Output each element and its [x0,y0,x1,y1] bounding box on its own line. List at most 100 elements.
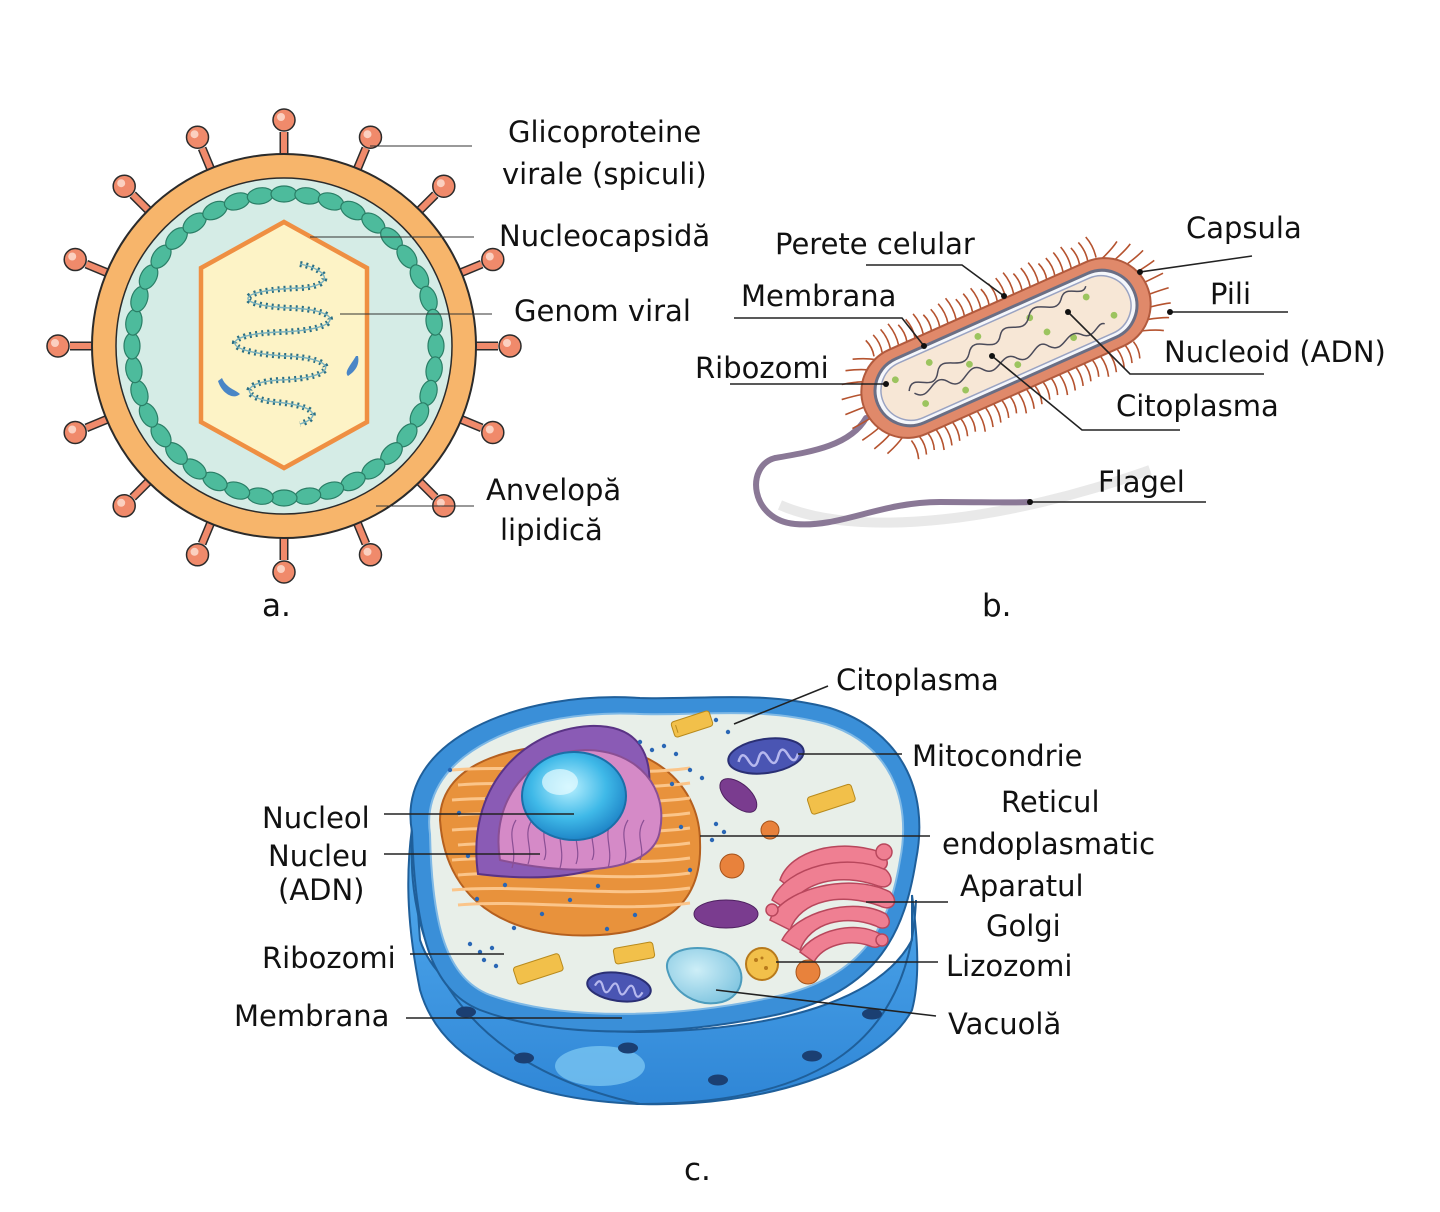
flagellum [753,415,1033,528]
cytoplasm-ribosome [493,963,499,969]
bacterium-ribosome [1043,328,1051,336]
label-nucleoid: Nucleoid (ADN) [1164,335,1386,369]
pilus [993,403,1002,423]
pilus [1002,272,1015,295]
pilus [1101,241,1118,259]
chromatin-strand [639,819,645,861]
spike-highlight [68,425,77,434]
cytoplasm-ribosome [709,837,715,843]
er-ribosome [678,824,684,830]
pilus [1116,348,1125,368]
capsomere [270,489,298,507]
spike-highlight [68,252,77,261]
leader-cell-wall [866,264,1005,297]
pilus [1077,241,1089,262]
mitochondrion-bottom [586,971,652,1003]
label-cytoplasm-bacterium: Citoplasma [1116,389,1279,423]
leader-dots-bacterium [883,269,1173,505]
pilus [1144,272,1164,283]
pili [841,236,1171,460]
spike-highlight [436,498,445,507]
nucleoid-dna [908,285,1105,396]
bacterium-ribosome [922,400,930,407]
pilus [976,410,987,432]
pilus [1149,286,1169,295]
er-ribosome [447,767,453,773]
pilus [841,381,863,386]
spike-highlight [277,565,285,573]
cytoplasm-ribosome [713,821,719,827]
chromatin-strand [511,819,517,869]
pilus [1052,251,1064,273]
bacterium-ribosome [1110,311,1118,319]
leader-membrane [734,317,925,347]
er-ribosome [604,926,610,932]
pilus [1027,262,1040,284]
vesicle-orange-1 [760,820,780,840]
pilus [1114,243,1131,260]
nucleolus [521,751,627,841]
bacterium-ribosome [1014,361,1022,369]
pilus [1150,302,1171,308]
pilus [1058,374,1069,396]
label-ribosomes-cell: Ribozomi [262,941,396,975]
spike-head [358,125,383,149]
er-fold [451,886,691,894]
pilus [897,324,908,342]
cytoplasm-ribosome [637,739,643,745]
pilus [930,308,941,328]
vesicle-purple-upper [719,778,758,813]
spike-highlight [363,547,372,556]
pilus [944,297,958,320]
leader-nucleoid [1067,311,1264,375]
capsomere [427,332,445,360]
nucleocapsid [123,185,445,507]
caption-c: c. [684,1152,711,1188]
pilus [1001,399,1010,419]
spike-head [112,494,136,518]
mitochondrion-top [727,737,805,775]
pilus [1020,267,1032,288]
capsomere [425,308,443,336]
label-glycoproteins-line1: Glicoproteine [508,115,701,149]
pilus [1126,249,1144,265]
label-golgi-line2: Golgi [986,909,1061,943]
bacterium-ribosomes [891,293,1118,407]
pilus [955,298,966,317]
pilus [1091,359,1100,377]
pilus [922,314,933,331]
label-cell-wall: Perete celular [775,227,975,261]
pilus [960,417,969,437]
pilus [841,393,862,401]
er-ribosome [595,883,601,889]
label-membrane-bacterium: Membrana [741,279,896,313]
pilus [1017,392,1028,414]
bacterium-ribosome [891,376,899,384]
leader-cytoplasm [991,355,1180,431]
pilus [852,417,871,430]
spike-head [112,174,136,198]
pilus [1099,355,1110,377]
spike-highlight [277,113,285,121]
pilus [1124,344,1133,364]
pilus [912,313,925,335]
pilus [1037,262,1048,280]
pilus [968,414,977,432]
spike-head [185,125,210,149]
label-genome: Genom viral [514,294,691,328]
label-capsule: Capsula [1186,211,1302,245]
cytoplasm-ribosome [477,949,483,955]
label-mitochondria: Mitocondrie [912,739,1083,773]
bacterium-ribosome [925,359,933,366]
pilus [887,323,900,346]
leader-cytoplasm-cell [733,685,829,725]
cytoplasm-ribosome [721,829,727,835]
viral-genome-rna [232,261,333,427]
pilus [1045,257,1056,277]
pilus [984,407,994,428]
bacterium-ribosome [966,360,973,368]
label-pili: Pili [1210,277,1251,311]
er-ribosome [474,896,480,902]
